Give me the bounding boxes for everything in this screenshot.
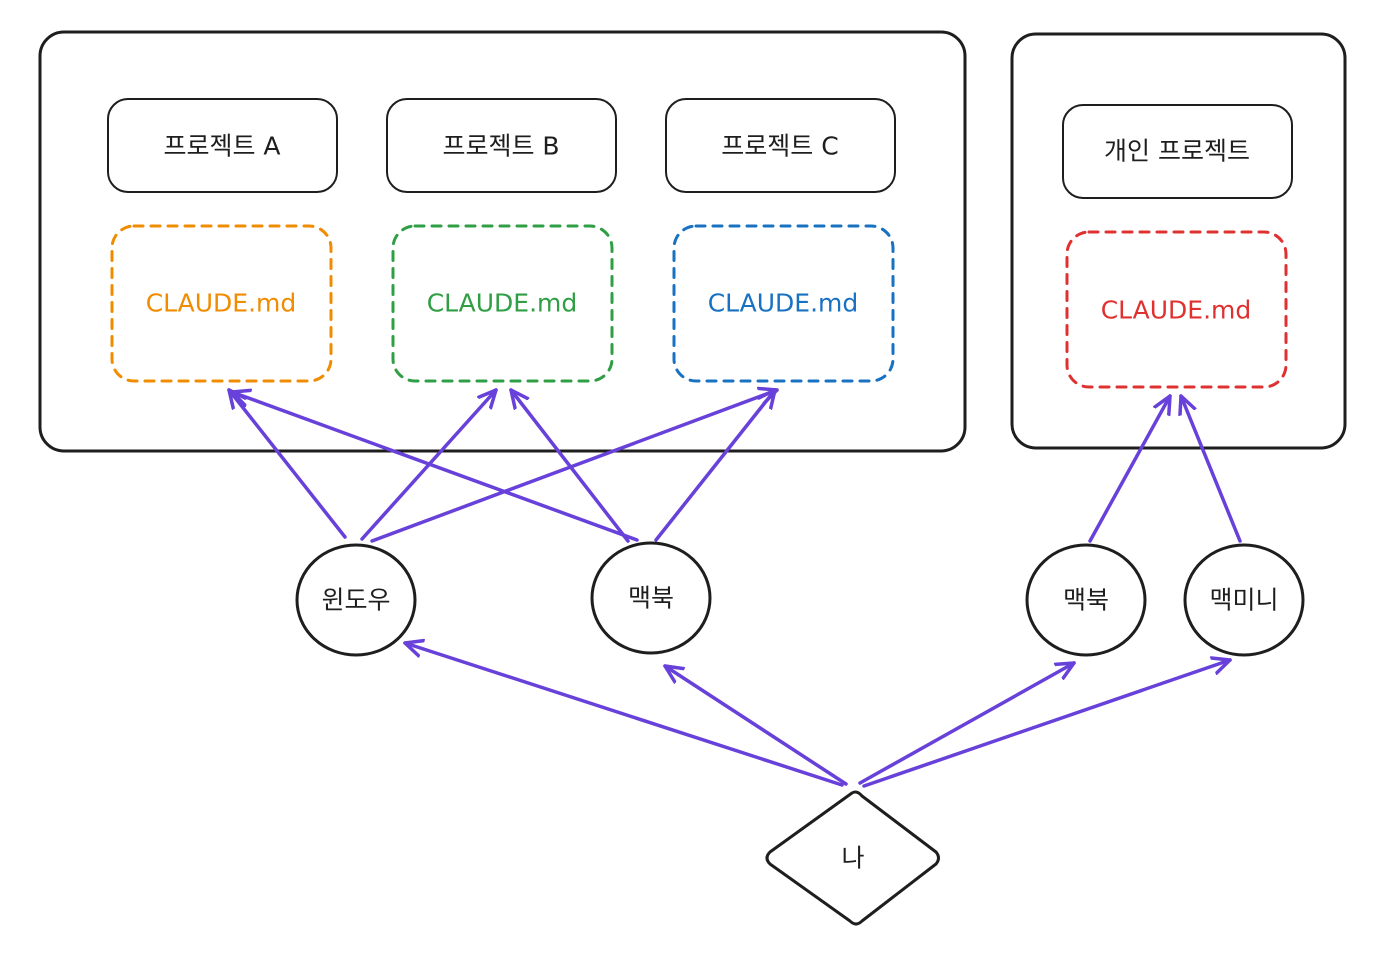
arrow-me-to-macbook: [663, 664, 848, 786]
project-b[interactable]: 프로젝트 B: [386, 98, 617, 193]
project-a-box[interactable]: [107, 98, 338, 193]
arrow-macmini-to-claude: [1181, 394, 1242, 543]
user-label: 나: [841, 844, 864, 873]
project-c-claude-md[interactable]: CLAUDE.md: [672, 224, 895, 383]
personal-projects-frame: [1010, 32, 1347, 450]
personal-projects-group: 개인 프로젝트 CLAUDE.md: [1010, 32, 1347, 450]
personal-claude-md[interactable]: CLAUDE.md: [1065, 230, 1288, 389]
arrow-me-to-windows: [403, 643, 844, 787]
project-a-claude-md[interactable]: CLAUDE.md: [110, 224, 333, 383]
user-diamond[interactable]: [765, 790, 940, 926]
device-windows[interactable]: 윈도우: [295, 543, 417, 657]
device-macmini-circle[interactable]: [1183, 543, 1305, 657]
project-c[interactable]: 프로젝트 C: [665, 98, 896, 193]
project-c-claude-md-box[interactable]: [672, 224, 895, 383]
project-b-claude-md-label: CLAUDE.md: [427, 289, 578, 318]
arrow-windows-to-project-a: [227, 388, 347, 539]
personal-project-box[interactable]: [1062, 104, 1293, 199]
project-a[interactable]: 프로젝트 A: [107, 98, 338, 193]
arrow-macbook-personal-to-claude: [1088, 394, 1172, 543]
device-macbook-work-label: 맥북: [628, 584, 674, 613]
project-a-label: 프로젝트 A: [163, 132, 280, 161]
arrow-me-to-macmini: [862, 660, 1232, 788]
project-b-label: 프로젝트 B: [442, 132, 559, 161]
personal-project-label: 개인 프로젝트: [1104, 137, 1250, 166]
arrow-windows-to-project-c: [370, 390, 779, 543]
work-projects-frame: [38, 30, 967, 453]
arrow-macbook-to-project-a: [230, 392, 639, 542]
arrow-macbook-to-project-c: [654, 388, 777, 542]
device-macmini-label: 맥미니: [1209, 586, 1278, 615]
project-a-claude-md-label: CLAUDE.md: [146, 289, 297, 318]
personal-project[interactable]: 개인 프로젝트: [1062, 104, 1293, 199]
device-windows-label: 윈도우: [321, 586, 390, 615]
device-macbook-personal[interactable]: 맥북: [1025, 543, 1147, 657]
device-macbook-work-circle[interactable]: [590, 541, 712, 655]
device-windows-circle[interactable]: [295, 543, 417, 657]
arrows: [227, 388, 1242, 788]
device-macbook-personal-circle[interactable]: [1025, 543, 1147, 657]
project-b-box[interactable]: [386, 98, 617, 193]
project-b-claude-md-box[interactable]: [391, 224, 614, 383]
project-a-claude-md-box[interactable]: [110, 224, 333, 383]
device-macmini[interactable]: 맥미니: [1183, 543, 1305, 657]
project-c-box[interactable]: [665, 98, 896, 193]
project-c-claude-md-label: CLAUDE.md: [708, 289, 859, 318]
work-projects-group: 프로젝트 A CLAUDE.md 프로젝트 B CLAUDE.md 프로젝트 C…: [38, 30, 967, 453]
device-macbook-personal-label: 맥북: [1063, 586, 1109, 615]
personal-claude-md-box[interactable]: [1065, 230, 1288, 389]
project-c-label: 프로젝트 C: [721, 132, 838, 161]
arrow-me-to-macbook-personal: [858, 661, 1076, 785]
device-macbook-work[interactable]: 맥북: [590, 541, 712, 655]
user-node[interactable]: 나: [765, 790, 940, 926]
project-b-claude-md[interactable]: CLAUDE.md: [391, 224, 614, 383]
arrow-macbook-to-project-b: [509, 388, 630, 543]
personal-claude-md-label: CLAUDE.md: [1101, 296, 1252, 325]
